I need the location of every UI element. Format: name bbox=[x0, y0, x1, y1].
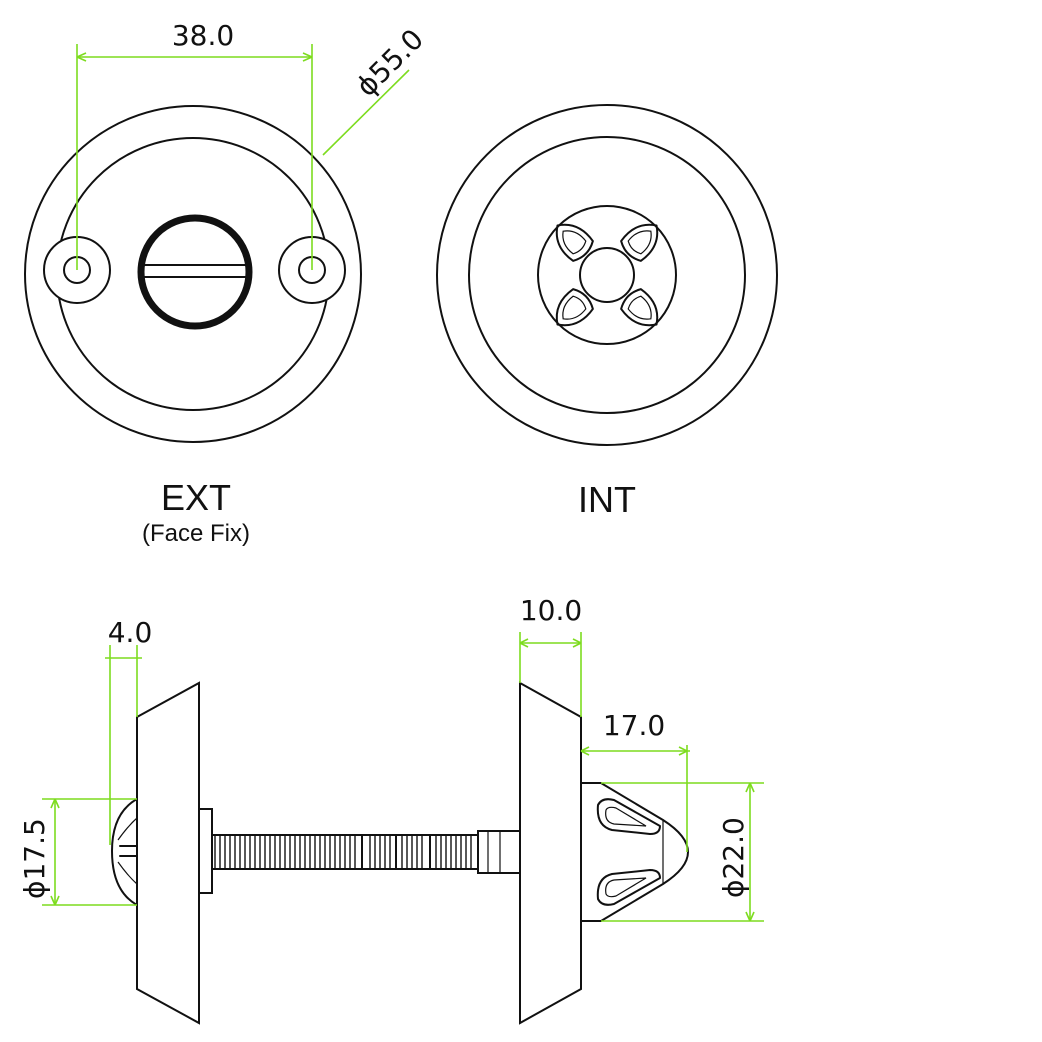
int-rose-side-profile bbox=[519, 681, 582, 1025]
ext-view-label: EXT bbox=[161, 477, 231, 518]
int-knob-base bbox=[537, 205, 677, 345]
int-grip-petal bbox=[555, 223, 594, 262]
spindle-collar bbox=[477, 830, 521, 874]
int-turn-knob bbox=[580, 782, 690, 922]
int-grip-petal bbox=[620, 288, 659, 327]
ext-front-view bbox=[24, 105, 362, 443]
int-inner-rim bbox=[468, 136, 746, 414]
dimension-dia-55: ϕ55.0 bbox=[322, 22, 430, 156]
knob-grip-recess-upper bbox=[596, 798, 661, 835]
dimension-dia-22: ϕ22.0 bbox=[601, 782, 764, 922]
threaded-spindle bbox=[199, 834, 483, 870]
spindle-thread-hatching bbox=[204, 835, 472, 869]
dim-head-diameter: ϕ17.5 bbox=[18, 818, 51, 899]
knob-grip-recess-lower bbox=[596, 869, 661, 906]
dim-screw-centres: 38.0 bbox=[172, 19, 234, 52]
int-grip-petal bbox=[620, 223, 659, 262]
dimension-17: 17.0 bbox=[580, 709, 690, 852]
spindle-washer bbox=[198, 808, 213, 894]
int-grip-petal bbox=[555, 288, 594, 327]
dim-int-rose-depth: 10.0 bbox=[520, 594, 582, 627]
int-view-label: INT bbox=[578, 479, 636, 520]
ext-release-slot bbox=[142, 264, 248, 278]
ext-outer-rim bbox=[24, 105, 362, 443]
int-outer-rim bbox=[436, 104, 778, 446]
dimension-10: 10.0 bbox=[519, 594, 582, 717]
dim-knob-length: 17.0 bbox=[603, 709, 665, 742]
dimension-dia-17-5: ϕ17.5 bbox=[18, 798, 137, 906]
dim-rose-diameter: ϕ55.0 bbox=[350, 22, 430, 102]
ext-release-disc bbox=[137, 214, 253, 330]
int-knob-tip bbox=[579, 247, 635, 303]
ext-release-head bbox=[110, 797, 138, 907]
dim-knob-diameter: ϕ22.0 bbox=[717, 817, 750, 898]
dimension-4: 4.0 bbox=[105, 616, 152, 845]
ext-rose-side-profile bbox=[136, 681, 200, 1025]
int-front-view bbox=[436, 104, 778, 446]
side-view bbox=[110, 681, 690, 1025]
ext-view-sublabel: (Face Fix) bbox=[142, 520, 250, 547]
dimension-38: 38.0 bbox=[76, 19, 313, 270]
dim-flange-thickness: 4.0 bbox=[108, 616, 153, 649]
